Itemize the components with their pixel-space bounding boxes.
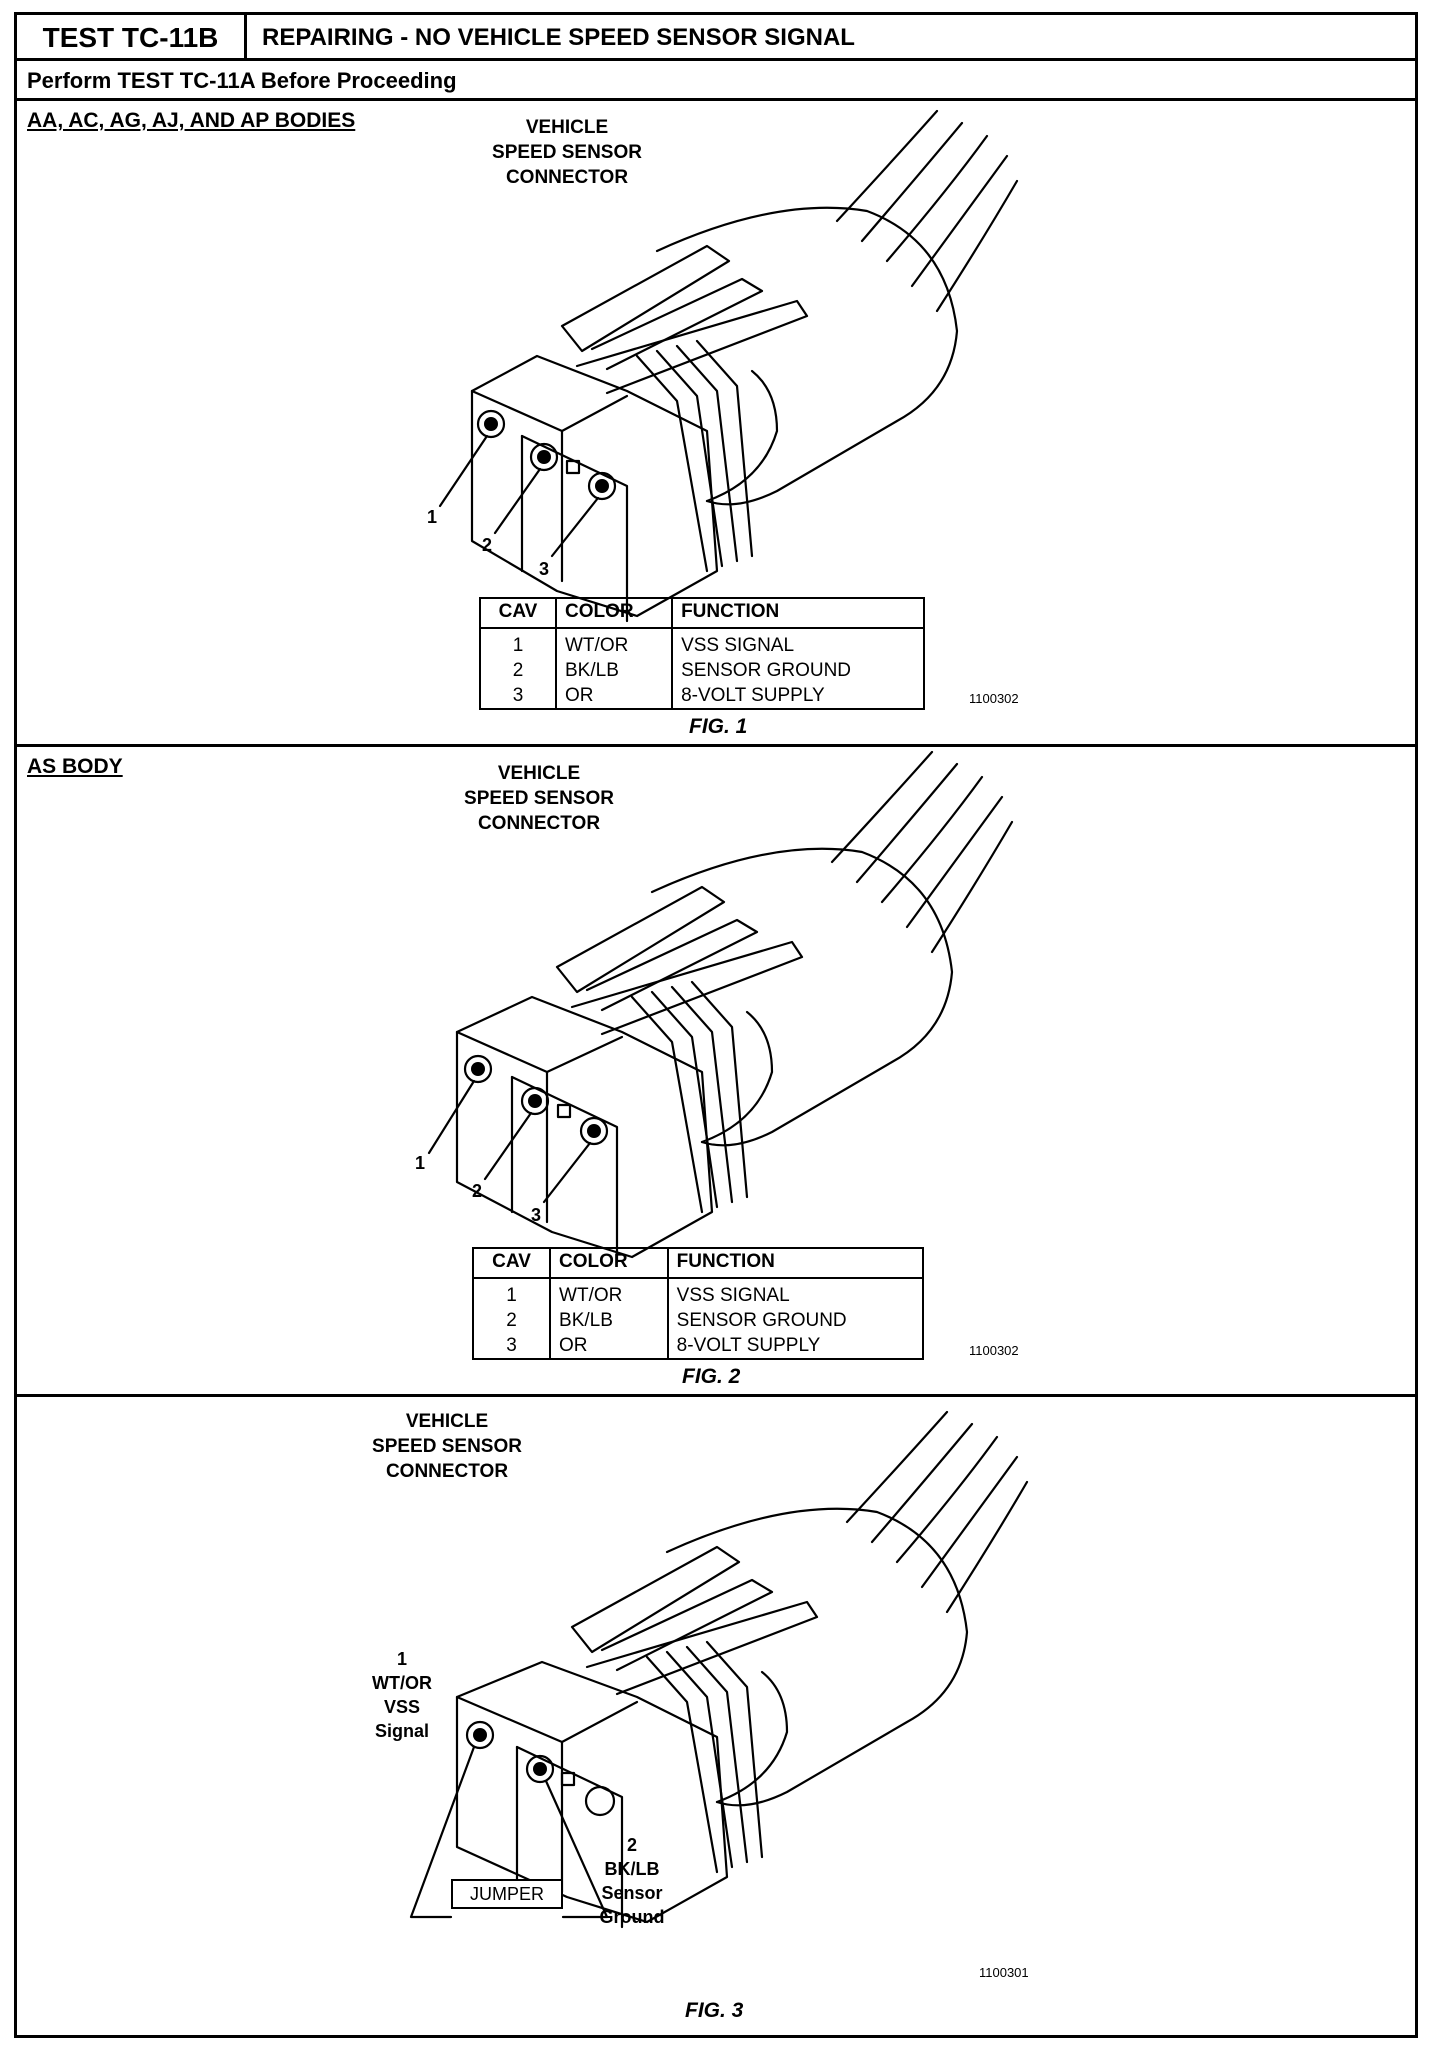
- connector-drawing: [409, 1410, 1029, 1929]
- figure-2-section: AS BODY VEHICLE SPEED SENSOR CONNECTOR: [17, 747, 1415, 1397]
- table-cell: 8-VOLT SUPPLY: [676, 1335, 821, 1356]
- jumper-label: JUMPER: [451, 1879, 563, 1909]
- figure-caption: FIG. 2: [682, 1365, 741, 1388]
- pin-2-callout: 2 BK/LB Sensor Ground: [582, 1833, 682, 1929]
- pinout-table: CAV COLOR FUNCTION 1 WT/OR VSS SIGNAL 2 …: [479, 597, 925, 710]
- table-row: 3 OR 8-VOLT SUPPLY: [480, 683, 924, 709]
- pin-3-number: 3: [539, 559, 550, 579]
- table-cell: SENSOR GROUND: [676, 1310, 847, 1331]
- table-row: 1 WT/OR VSS SIGNAL: [473, 1278, 923, 1308]
- table-header: COLOR: [550, 1248, 669, 1279]
- table-header: CAV: [473, 1248, 552, 1279]
- table-cell: SENSOR GROUND: [681, 660, 852, 681]
- table-cell: VSS SIGNAL: [676, 1285, 790, 1306]
- connector-label-line: VEHICLE: [405, 1411, 489, 1432]
- connector-label-line: SPEED SENSOR: [492, 142, 642, 163]
- callout-line: Sensor: [601, 1883, 663, 1903]
- table-header: FUNCTION: [672, 598, 924, 629]
- figure-1-section: AA, AC, AG, AJ, AND AP BODIES VEHICLE SP…: [17, 101, 1415, 747]
- figure-3-section: VEHICLE SPEED SENSOR CONNECTOR: [17, 1397, 1415, 2035]
- prerequisite-row: Perform TEST TC-11A Before Proceeding: [17, 61, 1415, 101]
- pinout-table: CAV COLOR FUNCTION 1 WT/OR VSS SIGNAL 2 …: [472, 1247, 924, 1360]
- table-cell: OR: [556, 683, 674, 709]
- table-cell: WT/OR: [556, 628, 674, 658]
- table-row: 1 WT/OR VSS SIGNAL: [480, 628, 924, 658]
- test-page: TEST TC-11B REPAIRING - NO VEHICLE SPEED…: [14, 12, 1418, 2038]
- callout-line: BK/LB: [604, 1859, 660, 1879]
- table-header: CAV: [480, 598, 557, 629]
- pin-2-number: 2: [472, 1181, 483, 1201]
- callout-line: 1: [396, 1649, 407, 1669]
- connector-drawing: [438, 109, 1019, 623]
- test-title: REPAIRING - NO VEHICLE SPEED SENSOR SIGN…: [262, 24, 855, 51]
- body-label: AS BODY: [27, 755, 123, 778]
- connector-label-line: VEHICLE: [525, 117, 609, 138]
- connector-label-line: CONNECTOR: [505, 167, 629, 188]
- connector-drawing: [427, 750, 1014, 1264]
- table-header: FUNCTION: [667, 1248, 923, 1279]
- pin-1-number: 1: [415, 1153, 426, 1173]
- callout-line: Ground: [599, 1907, 665, 1927]
- table-cell: BK/LB: [556, 658, 674, 683]
- callout-line: Signal: [374, 1721, 429, 1741]
- connector-label-line: CONNECTOR: [477, 813, 601, 834]
- pin-1-callout: 1 WT/OR VSS Signal: [347, 1647, 457, 1743]
- figure-id: 1100302: [969, 691, 1019, 706]
- table-cell: 2: [480, 658, 557, 683]
- pin-3-number: 3: [531, 1205, 542, 1225]
- figure-id: 1100302: [969, 1343, 1019, 1358]
- figure-id: 1100301: [979, 1965, 1029, 1980]
- connector-label-line: CONNECTOR: [385, 1461, 509, 1482]
- table-row: 2 BK/LB SENSOR GROUND: [480, 658, 924, 683]
- connector-label: VEHICLE SPEED SENSOR CONNECTOR: [449, 761, 629, 836]
- connector-label-line: VEHICLE: [497, 763, 581, 784]
- table-header: COLOR: [556, 598, 674, 629]
- prerequisite-text: Perform TEST TC-11A Before Proceeding: [27, 68, 457, 93]
- table-cell: BK/LB: [550, 1308, 669, 1333]
- table-cell: OR: [550, 1333, 669, 1359]
- body-label: AA, AC, AG, AJ, AND AP BODIES: [27, 109, 356, 132]
- table-cell: 8-VOLT SUPPLY: [681, 685, 825, 706]
- connector-label-line: SPEED SENSOR: [464, 788, 614, 809]
- figure-caption: FIG. 3: [685, 1999, 744, 2022]
- table-row: 2 BK/LB SENSOR GROUND: [473, 1308, 923, 1333]
- callout-line: 2: [626, 1835, 637, 1855]
- table-cell: WT/OR: [550, 1278, 669, 1308]
- connector-label: VEHICLE SPEED SENSOR CONNECTOR: [357, 1409, 537, 1484]
- connector-label-line: SPEED SENSOR: [372, 1436, 522, 1457]
- table-cell: 3: [473, 1333, 552, 1359]
- header-row: TEST TC-11B REPAIRING - NO VEHICLE SPEED…: [17, 15, 1415, 61]
- table-cell: 1: [473, 1278, 552, 1308]
- table-cell: 3: [480, 683, 557, 709]
- pin-1-number: 1: [427, 507, 438, 527]
- connector-label: VEHICLE SPEED SENSOR CONNECTOR: [477, 115, 657, 190]
- test-id: TEST TC-11B: [17, 15, 247, 58]
- pin-2-number: 2: [482, 535, 493, 555]
- callout-line: VSS: [383, 1697, 421, 1717]
- table-cell: 1: [480, 628, 557, 658]
- figure-caption: FIG. 1: [689, 715, 748, 738]
- table-cell: VSS SIGNAL: [681, 635, 795, 656]
- table-cell: 2: [473, 1308, 552, 1333]
- table-row: 3 OR 8-VOLT SUPPLY: [473, 1333, 923, 1359]
- callout-line: WT/OR: [372, 1673, 432, 1693]
